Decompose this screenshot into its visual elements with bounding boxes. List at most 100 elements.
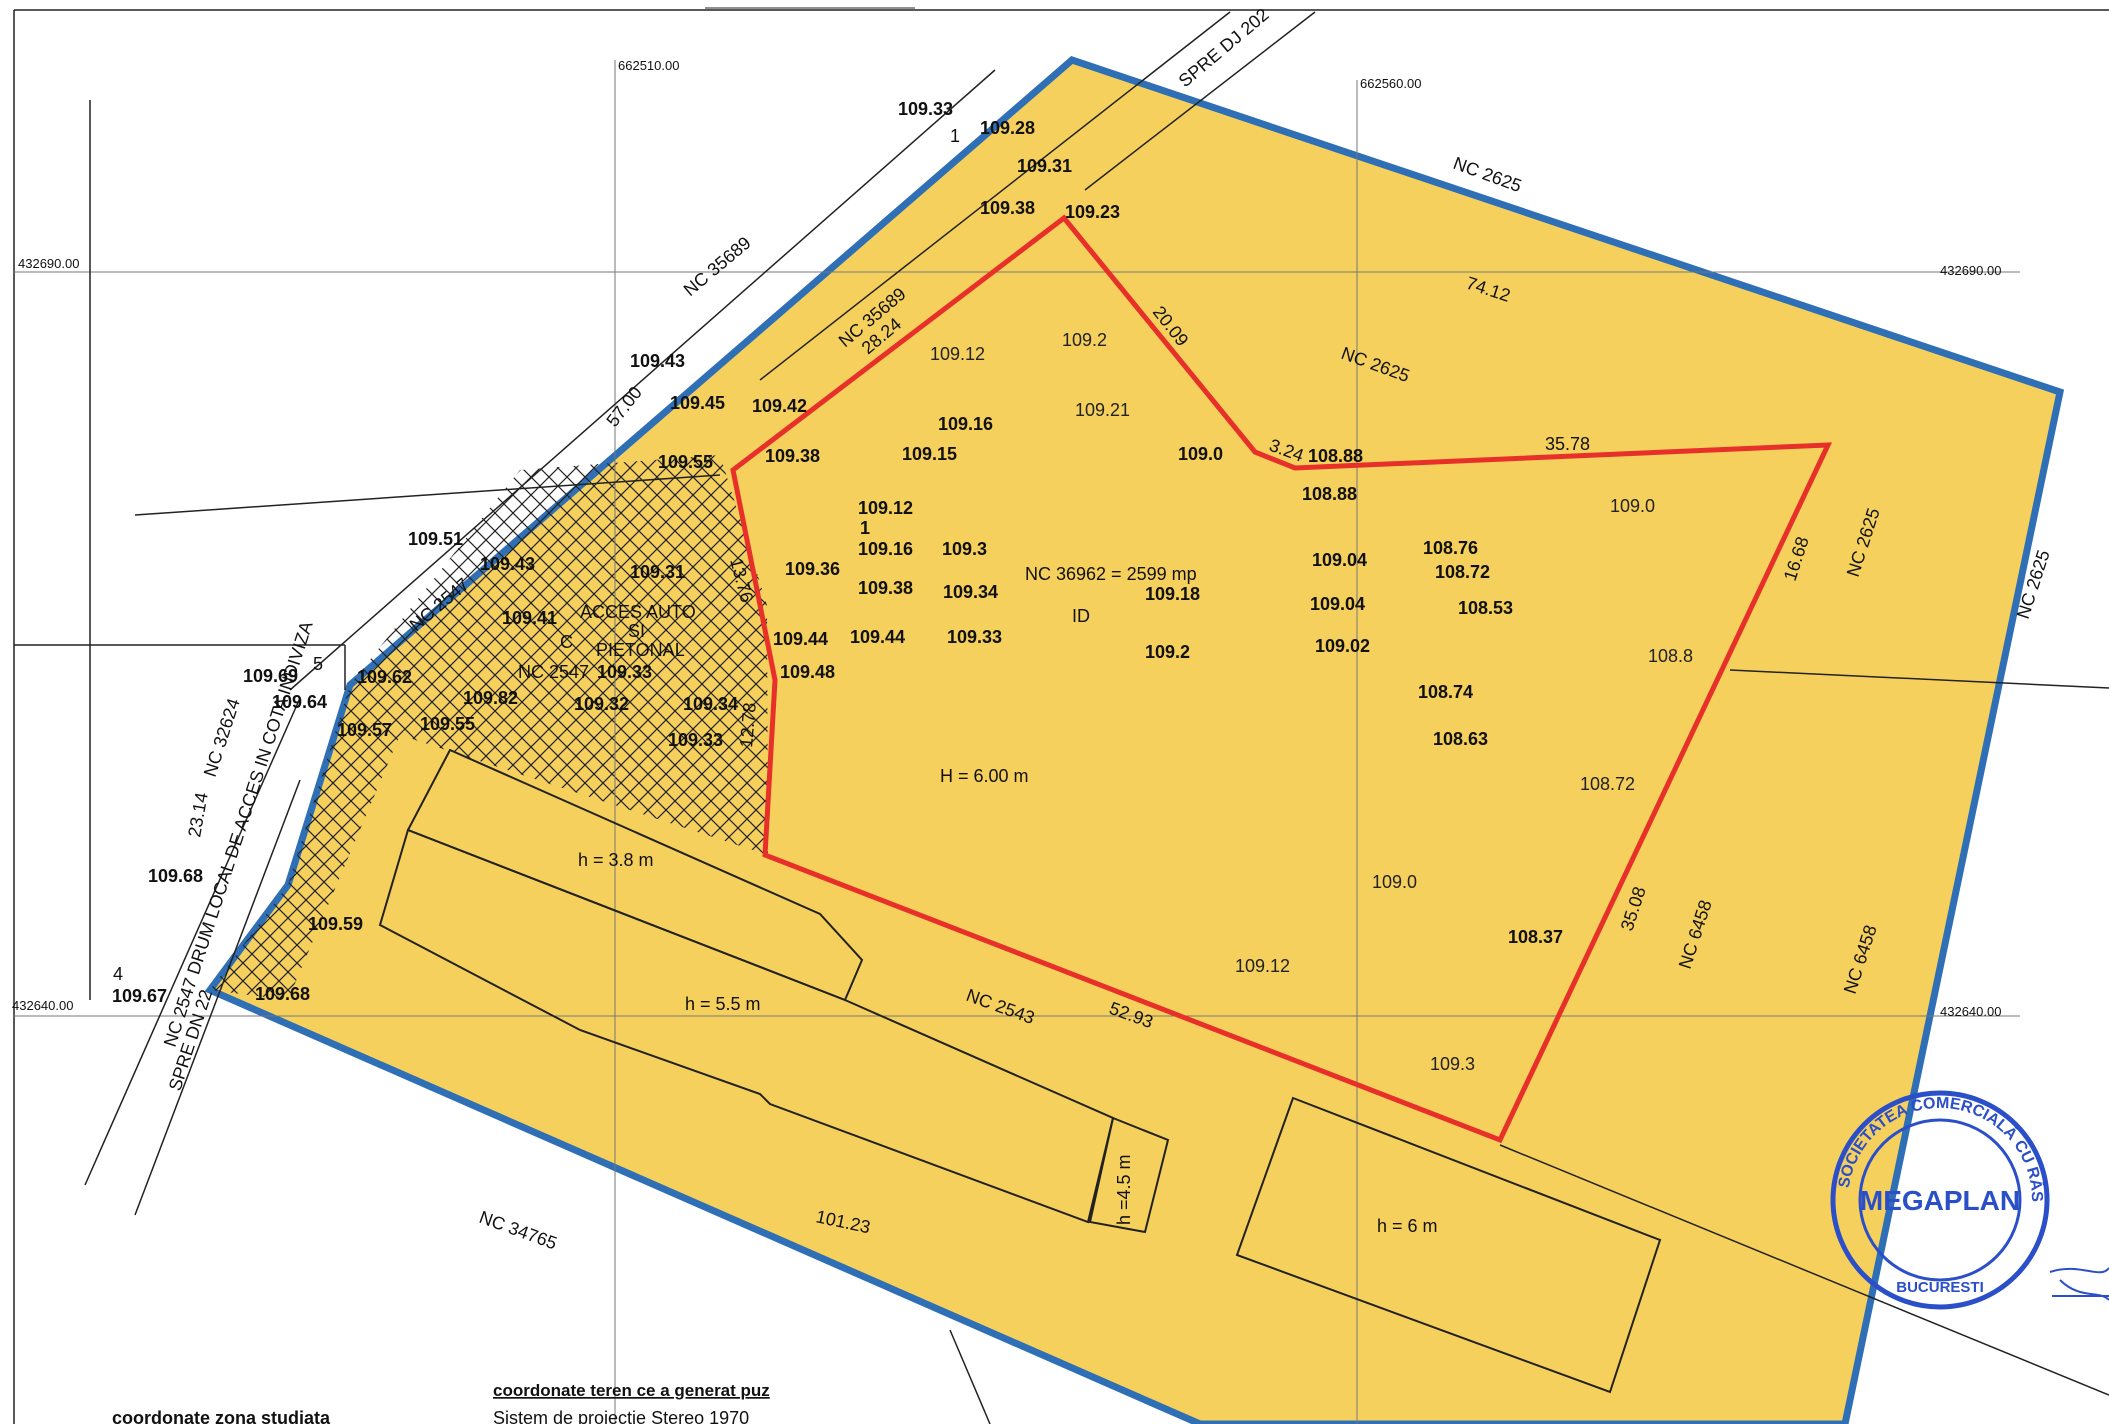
grid-y-label: 432690.00 bbox=[18, 256, 79, 271]
neighbor-label: NC 32624 bbox=[200, 696, 244, 779]
boundary-line bbox=[134, 474, 721, 516]
elevation-label: 109.38 bbox=[858, 578, 913, 598]
elevation-label: 109.57 bbox=[337, 720, 392, 740]
parcel-code-label: ID bbox=[1072, 606, 1090, 626]
point-label: 5 bbox=[313, 654, 323, 674]
elevation-label: 108.72 bbox=[1435, 562, 1490, 582]
access-nc-label: NC 2547 bbox=[518, 662, 589, 682]
building-label: h = 5.5 m bbox=[685, 994, 761, 1014]
elevation-label: 109.3 bbox=[1430, 1054, 1475, 1074]
elevation-label: 109.55 bbox=[658, 452, 713, 472]
elevation-label: 109.44 bbox=[850, 627, 905, 647]
elevation-label: 109.28 bbox=[980, 118, 1035, 138]
point-label: 1 bbox=[950, 126, 960, 146]
grid-y-label: 432640.00 bbox=[1940, 1004, 2001, 1019]
elevation-label: 108.37 bbox=[1508, 927, 1563, 947]
elevation-label: 108.74 bbox=[1418, 682, 1473, 702]
elevation-label: 109.45 bbox=[670, 393, 725, 413]
distance-label: 35.78 bbox=[1545, 434, 1590, 454]
building-4 bbox=[1235, 1096, 1662, 1394]
boundary-line bbox=[949, 1329, 991, 1424]
elevation-label: 109.34 bbox=[683, 694, 738, 714]
neighbor-label: NC 34765 bbox=[477, 1207, 560, 1254]
elevation-label: 109.31 bbox=[1017, 156, 1072, 176]
stamp-name: MEGAPLAN bbox=[1860, 1185, 2020, 1216]
elevation-label: 109.02 bbox=[1315, 636, 1370, 656]
elevation-label: 109.04 bbox=[1312, 550, 1367, 570]
elevation-label: 108.8 bbox=[1648, 646, 1693, 666]
signature-mark bbox=[2049, 1267, 2109, 1301]
elevation-label: 109.55 bbox=[420, 714, 475, 734]
elevation-label: 109.16 bbox=[938, 414, 993, 434]
elevation-label: 109.68 bbox=[255, 984, 310, 1004]
elevations-bold: 109.33 109.28 109.31 109.38 109.23 109.4… bbox=[112, 99, 1563, 1006]
elevation-label: 108.88 bbox=[1302, 484, 1357, 504]
elevation-label: 109.0 bbox=[1610, 496, 1655, 516]
elevation-label: 109.0 bbox=[1372, 872, 1417, 892]
elevations-plain: 109.12 109.2 109.21 109.0 108.8 108.72 1… bbox=[930, 330, 1693, 1074]
elevation-label: 109.69 bbox=[243, 666, 298, 686]
boundary-line bbox=[289, 69, 996, 691]
elevation-label: 109.44 bbox=[773, 629, 828, 649]
elevation-label: 109.32 bbox=[574, 694, 629, 714]
elevation-label: 109.33 bbox=[597, 662, 652, 682]
building-3 bbox=[1088, 1116, 1170, 1234]
elevation-label: 109.31 bbox=[630, 562, 685, 582]
distance-label: 12.78 bbox=[736, 702, 760, 749]
grid-y-label: 432640.00 bbox=[12, 998, 73, 1013]
elevation-label: 109.68 bbox=[148, 866, 203, 886]
elevation-label: 109.12 bbox=[858, 498, 913, 518]
elevation-label: 109.42 bbox=[752, 396, 807, 416]
elevation-label: 109.43 bbox=[630, 351, 685, 371]
boundary-line bbox=[1499, 1144, 2109, 1396]
elevation-label: 108.72 bbox=[1580, 774, 1635, 794]
footer-system: Sistem de proiectie Stereo 1970 bbox=[493, 1408, 749, 1424]
access-label: ACCES AUTO bbox=[580, 602, 696, 622]
footer-right-title: coordonate teren ce a generat puz bbox=[493, 1381, 770, 1400]
elevation-label: 109.82 bbox=[463, 688, 518, 708]
elevation-label: 108.53 bbox=[1458, 598, 1513, 618]
boundary-line bbox=[759, 11, 1231, 381]
building-label: h =4.5 m bbox=[1114, 1154, 1134, 1225]
boundary-line bbox=[1084, 11, 1316, 191]
elevation-label: 109.16 bbox=[858, 539, 913, 559]
building-label: h = 3.8 m bbox=[578, 850, 654, 870]
elevation-label: 109.64 bbox=[272, 692, 327, 712]
elevation-label: 109.33 bbox=[898, 99, 953, 119]
boundary-line bbox=[84, 697, 301, 1186]
distance-label: 23.14 bbox=[184, 791, 212, 839]
elevation-label: 109.62 bbox=[357, 667, 412, 687]
elevation-label: 109.33 bbox=[668, 730, 723, 750]
footer-left-title: coordonate zona studiata bbox=[112, 1408, 331, 1424]
access-hatched-area bbox=[210, 455, 768, 1000]
elevation-label: 109.38 bbox=[980, 198, 1035, 218]
distance-label: 57.00 bbox=[602, 383, 645, 431]
elevation-label: 109.0 bbox=[1178, 444, 1223, 464]
elevation-label: 109.67 bbox=[112, 986, 167, 1006]
elevation-label: 109.48 bbox=[780, 662, 835, 682]
access-label: PIETONAL bbox=[596, 640, 685, 660]
elevation-label: 108.76 bbox=[1423, 538, 1478, 558]
elevation-label: 109.12 bbox=[1235, 956, 1290, 976]
building-label: h = 6 m bbox=[1377, 1216, 1438, 1236]
elevation-label: 109.43 bbox=[480, 554, 535, 574]
elevation-label: 109.3 bbox=[942, 539, 987, 559]
point-label: 4 bbox=[113, 964, 123, 984]
elevation-label: 109.23 bbox=[1065, 202, 1120, 222]
elevation-label: 109.15 bbox=[902, 444, 957, 464]
elevation-label: 109.04 bbox=[1310, 594, 1365, 614]
elevation-label: 109.41 bbox=[502, 608, 557, 628]
elevation-label: 109.59 bbox=[308, 914, 363, 934]
puz-plot-outline bbox=[730, 214, 1833, 1144]
elevation-label: 1 bbox=[860, 518, 870, 538]
building-2 bbox=[378, 828, 1115, 1224]
neighbor-label: NC 35689 bbox=[680, 233, 755, 300]
grid-y-label: 432690.00 bbox=[1940, 263, 2001, 278]
elevation-label: 109.36 bbox=[785, 559, 840, 579]
elevation-label: 109.2 bbox=[1145, 642, 1190, 662]
stamp-city: BUCURESTI bbox=[1896, 1279, 1984, 1296]
building-1 bbox=[406, 748, 864, 1002]
boundary-line bbox=[134, 779, 301, 1216]
elevation-label: 109.12 bbox=[930, 344, 985, 364]
